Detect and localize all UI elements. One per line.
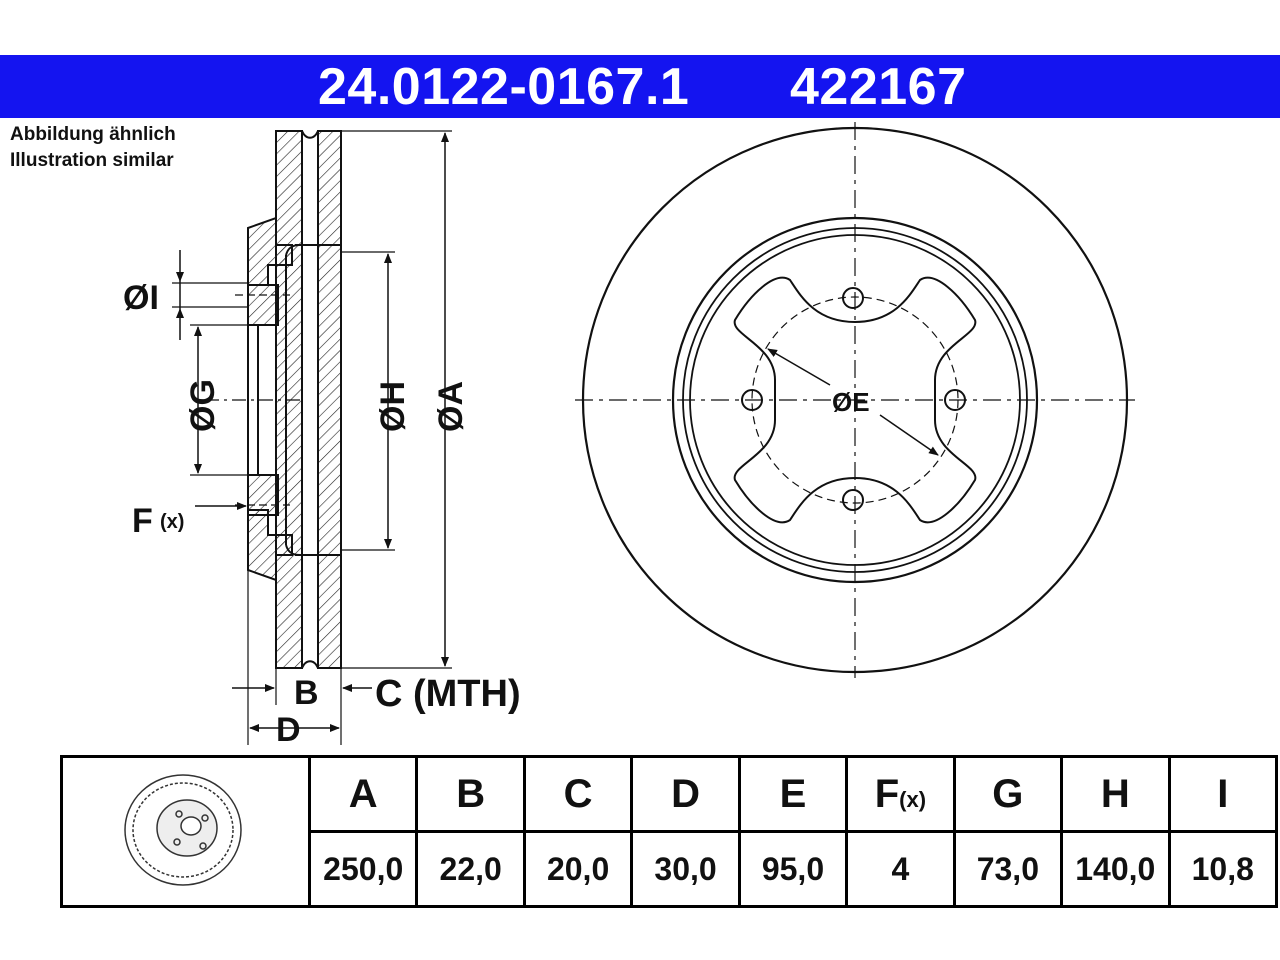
header-banner: 24.0122-0167.1 422167 [0,55,1280,118]
value-d: 30,0 [630,830,741,908]
value-c: 20,0 [522,830,634,908]
header-e: E [737,755,849,833]
label-dim-h: ØH [374,381,412,432]
label-dim-a: ØA [432,381,470,432]
header-g: G [952,755,1064,833]
label-dim-i: ØI [123,279,159,317]
value-i: 10,8 [1167,830,1278,908]
header-f: F(x) [845,755,956,833]
label-dim-b: B [294,674,319,712]
thumbnail-cell [60,755,311,908]
label-dim-c: C (MTH) [375,673,521,715]
side-section-view [172,130,452,745]
header-h: H [1060,755,1171,833]
header-b: B [415,755,526,833]
value-e: 95,0 [737,830,849,908]
value-f: 4 [845,830,956,908]
spec-values-row: 250,0 22,0 20,0 30,0 95,0 4 73,0 140,0 1… [62,830,1278,908]
label-dim-d: D [276,711,301,749]
front-view [575,122,1135,678]
header-c: C [522,755,634,833]
label-dim-g: ØG [184,379,222,432]
spec-table: A B C D E F(x) G H I 250,0 22,0 20,0 30,… [60,755,1278,908]
header-f-main: F [874,771,900,816]
alt-number: 422167 [790,58,967,116]
header-i: I [1167,755,1278,833]
brake-disc-icon [123,773,242,886]
value-h: 140,0 [1060,830,1171,908]
note-line-de: Abbildung ähnlich [10,124,176,145]
header-d: D [630,755,741,833]
header-a: A [307,755,419,833]
label-dim-f: F [132,502,153,540]
spec-header-row: A B C D E F(x) G H I [60,755,1278,908]
label-dim-f-sub: (x) [160,511,184,533]
value-a: 250,0 [307,830,419,908]
part-number: 24.0122-0167.1 [318,58,690,116]
note-line-en: Illustration similar [10,150,174,171]
value-b: 22,0 [415,830,526,908]
header-f-sub: (x) [899,786,927,812]
value-g: 73,0 [952,830,1064,908]
label-dim-e: ØE [832,387,870,417]
